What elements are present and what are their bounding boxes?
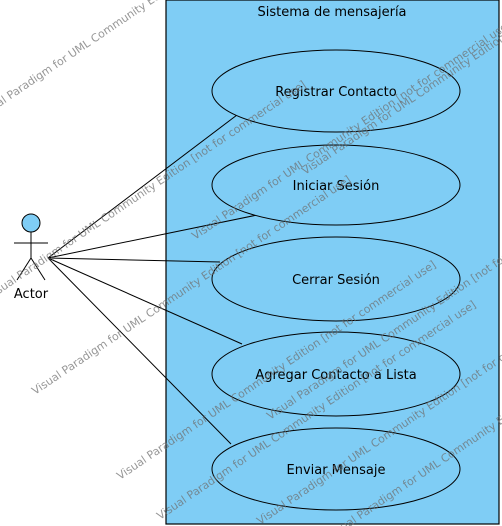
system-title: Sistema de mensajería <box>257 5 406 20</box>
use-case-enviar-mensaje[interactable]: Enviar Mensaje <box>211 427 461 511</box>
association-line-cerrar-sesion[interactable] <box>47 257 221 263</box>
actor-head <box>21 213 41 233</box>
association-line-agregar-contacto[interactable] <box>47 257 243 345</box>
use-case-registrar-contacto[interactable]: Registrar Contacto <box>211 49 461 133</box>
use-case-label: Cerrar Sesión <box>292 273 380 288</box>
use-case-label: Registrar Contacto <box>275 85 397 100</box>
use-case-ellipse <box>211 49 461 133</box>
association-line-registrar-contacto[interactable] <box>47 114 238 259</box>
use-case-label: Iniciar Sesión <box>293 179 380 194</box>
actor[interactable]: Actor <box>14 213 49 302</box>
actor-name: Actor <box>14 287 49 302</box>
use-case-agregar-contacto-a-lista[interactable]: Agregar Contacto a Lista <box>211 331 461 417</box>
use-case-ellipse <box>211 236 461 322</box>
use-case-cerrar-sesion[interactable]: Cerrar Sesión <box>211 236 461 322</box>
use-case-ellipse <box>211 144 461 226</box>
association-line-enviar-mensaje[interactable] <box>47 257 232 445</box>
use-case-ellipse <box>211 331 461 417</box>
use-case-ellipse <box>211 427 461 511</box>
use-case-label: Enviar Mensaje <box>286 463 385 478</box>
use-case-label: Agregar Contacto a Lista <box>255 368 416 383</box>
associations <box>47 114 263 445</box>
association-line-iniciar-sesion[interactable] <box>47 213 263 259</box>
use-case-iniciar-sesion[interactable]: Iniciar Sesión <box>211 144 461 226</box>
actor-left-leg <box>16 257 32 281</box>
actor-right-leg <box>30 257 46 281</box>
